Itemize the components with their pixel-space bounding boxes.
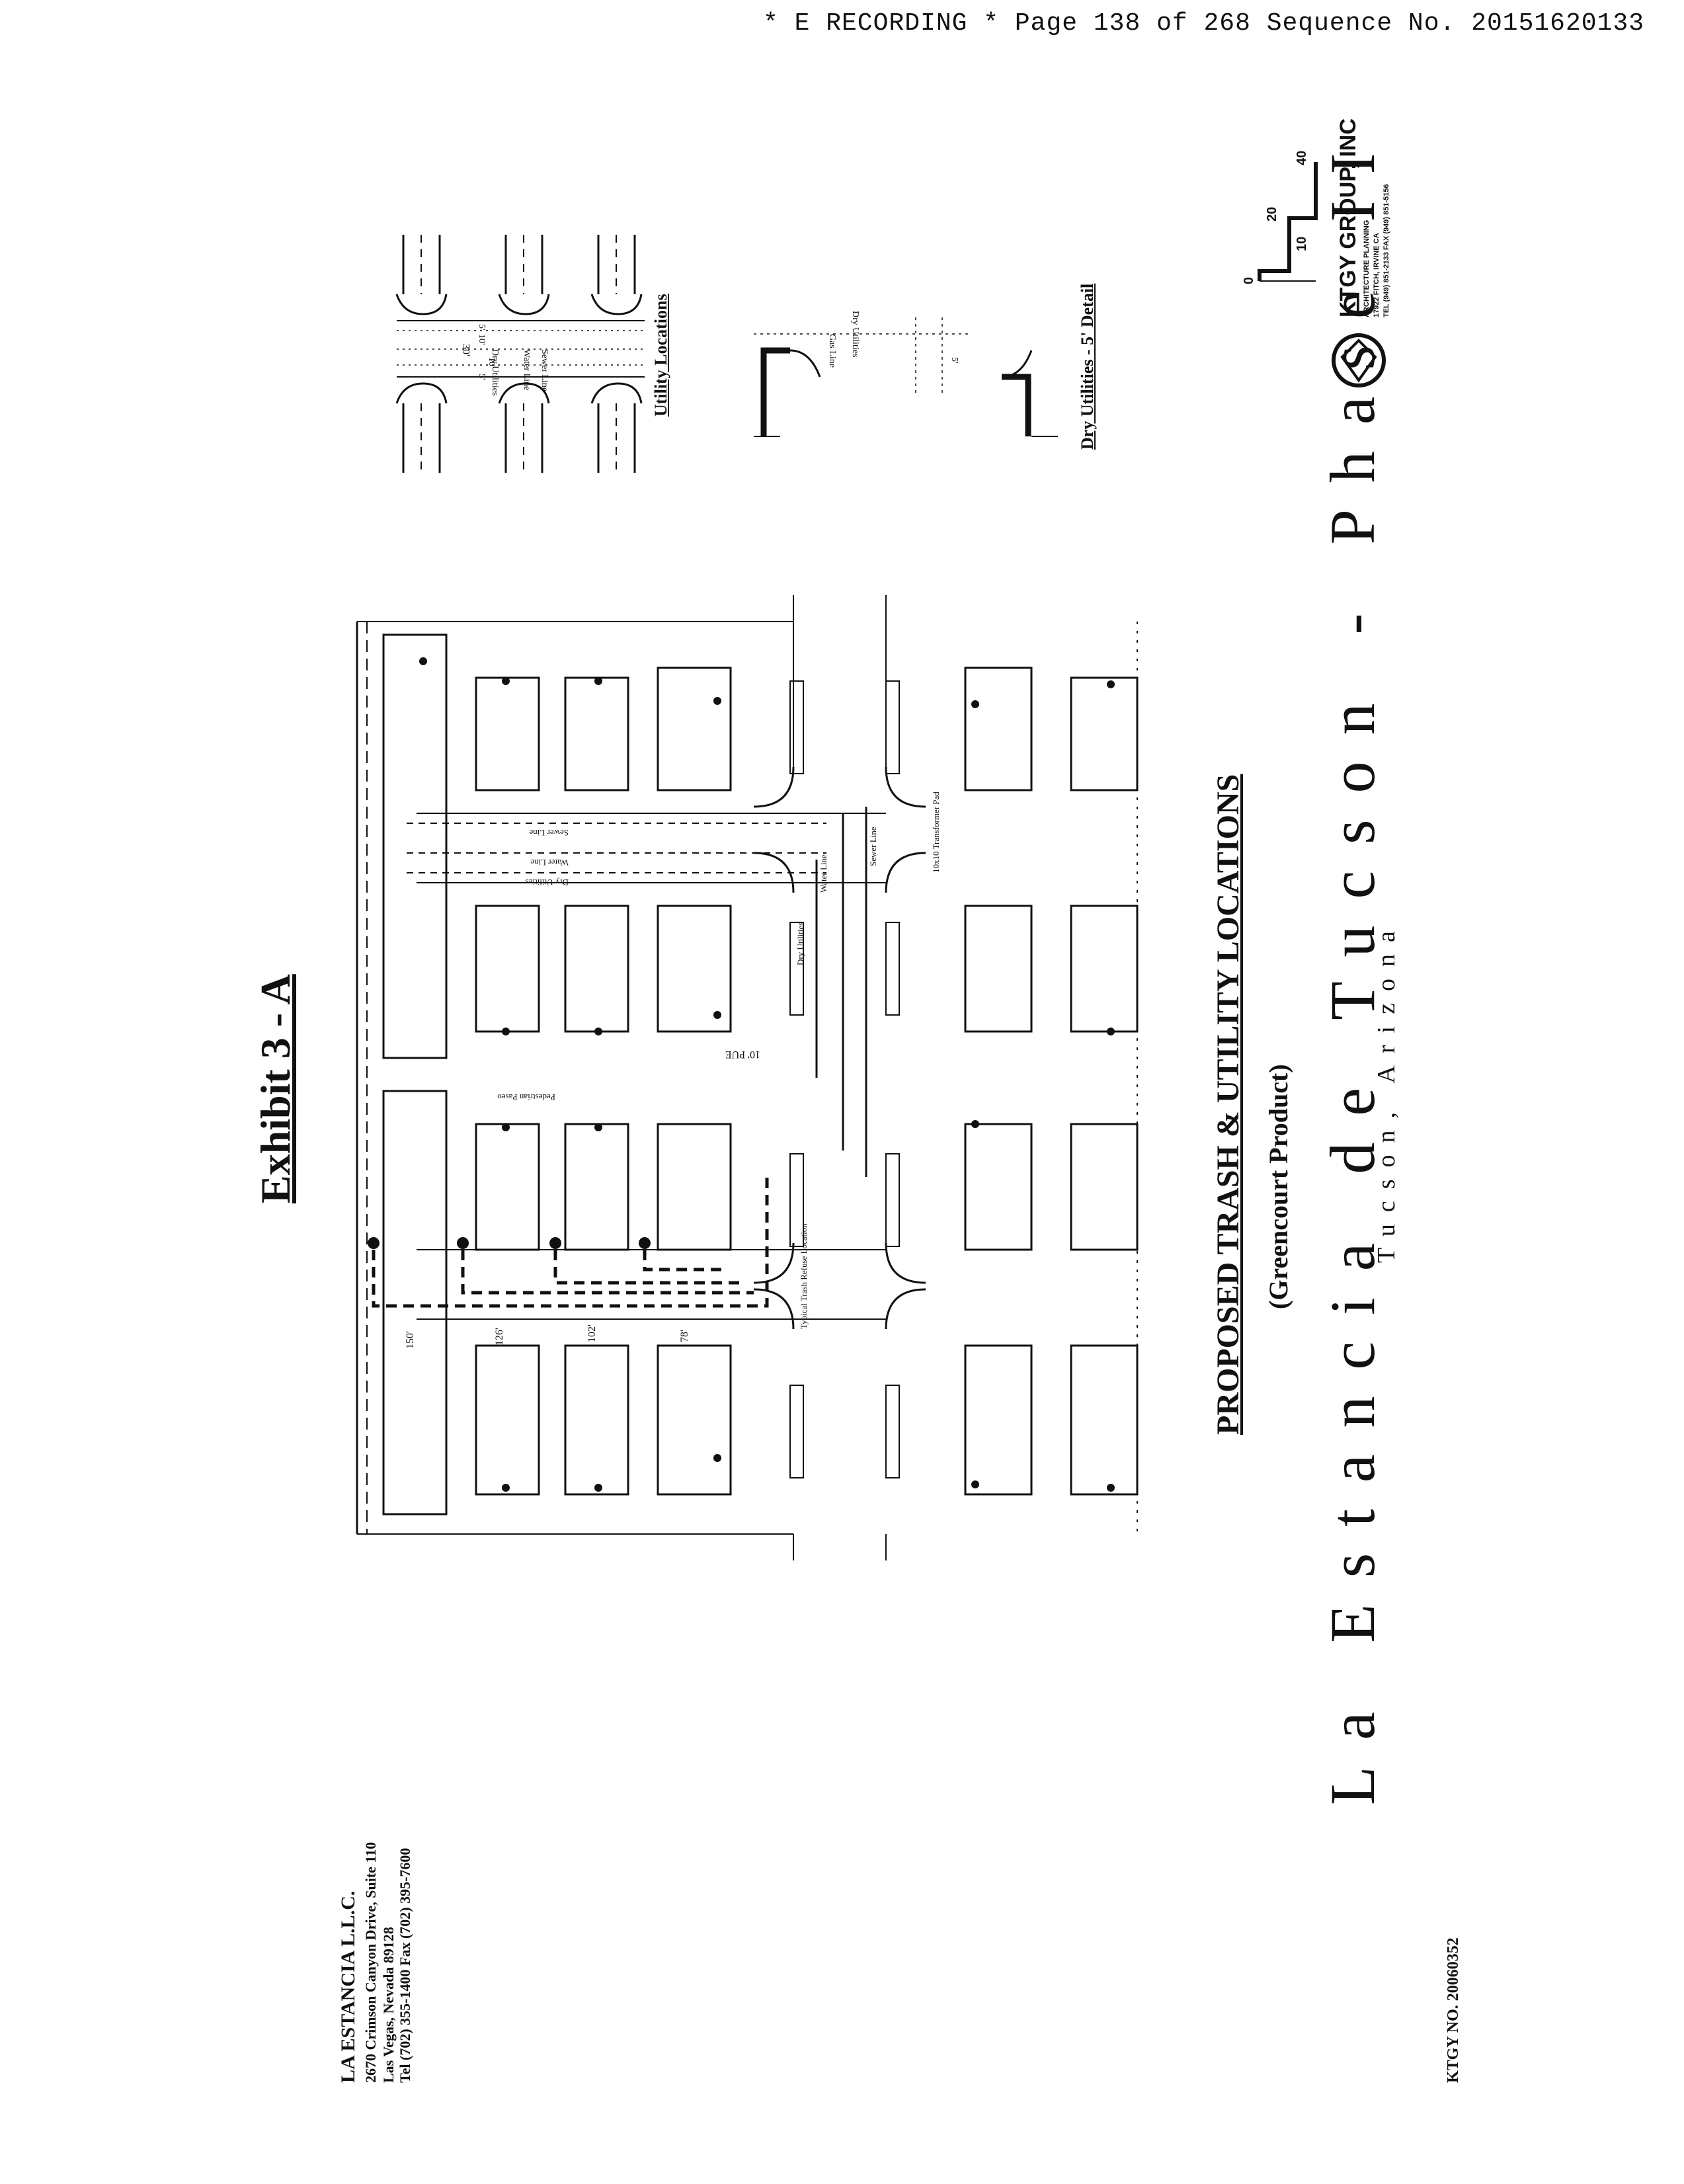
detail-sewer-label: Sewer Line [540,349,549,391]
scale-tick-40: 40 [1295,151,1309,165]
plan-transformer-label: 10x10 Transformer Pad [931,791,941,873]
detail-gas-label: Gas Line [827,334,837,368]
scale-bar [1258,162,1318,282]
detail-10a-label: 10' [477,334,487,345]
ktgy-logo [1332,333,1386,387]
detail-5b-label: 5' [477,374,487,380]
plan-refuse-label: Typical Trash Refuse Location [799,1223,809,1329]
plan-pedestrian-label: Pedestrian Paseo [497,1092,555,1102]
plan-sewer2-label: Sewer Line [868,827,878,866]
plan-water-label: Water Line [530,858,569,868]
plan-78-label: 78' [679,1330,690,1342]
detail-dry2-label: Dry Utilities [850,311,860,357]
firm-line-3: TEL (949) 851-2133 FAX (949) 851-5156 [1383,184,1390,317]
scale-tick-20: 20 [1265,207,1279,222]
plan-102-label: 102' [586,1324,598,1342]
dry-utilities-detail [754,317,1058,437]
site-plan [356,595,1139,1560]
firm-name: KTGY GROUP, INC [1336,118,1361,317]
plan-pue-label: 10' PUE [725,1049,760,1060]
plan-126-label: 126' [494,1328,505,1346]
detail-5a-label: 5' [477,324,487,331]
firm-line-1: ARCHITECTURE PLANNING [1363,220,1371,317]
plan-150-label: 150' [405,1331,416,1349]
plan-dry2-label: Dry Utilities [795,922,805,965]
plan-sewer-label: Sewer Line [529,828,569,838]
detail-water-label: Water Line [522,349,532,390]
plan-water2-label: Water Line [819,854,828,893]
scale-tick-0: 0 [1242,277,1256,284]
detail-5c-label: 5' [949,357,959,364]
utility-locations-detail [395,235,645,473]
detail-dry-label: Dry Utilities [490,349,500,395]
recording-header: * E RECORDING * Page 138 of 268 Sequence… [762,9,1644,38]
firm-line-2: 17922 FITCH, IRVINE CA [1373,233,1381,317]
plan-dry-label: Dry Utilities [526,877,569,887]
scale-tick-10: 10 [1295,237,1309,251]
detail-30-label: 30' [460,344,471,356]
detail-10b-label: 10' [487,357,497,368]
